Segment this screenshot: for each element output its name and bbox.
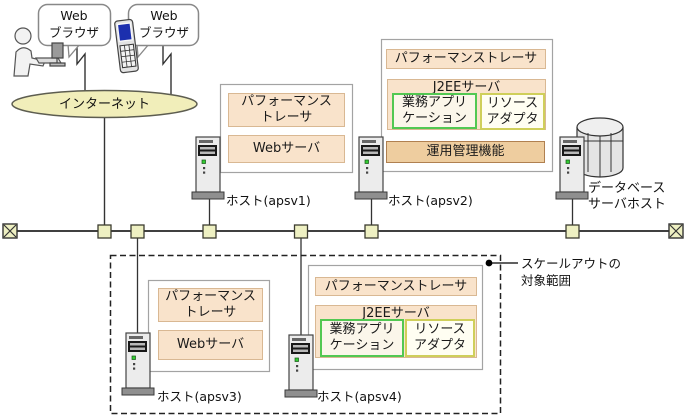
resource-adapter-apsv4-line1: リソース <box>414 322 466 337</box>
web-server-box-apsv3: Webサーバ <box>158 330 263 360</box>
scaleout-label: スケールアウトの 対象範囲 <box>521 255 621 289</box>
network-connector-db <box>565 224 580 239</box>
web-server-apsv3-label: Webサーバ <box>176 337 245 352</box>
internet-ellipse <box>11 89 198 119</box>
perf-tracer-apsv3-line1: パフォーマンス <box>165 289 256 304</box>
server-tower-apsv3-icon <box>121 332 155 396</box>
server-tower-apsv1-icon <box>191 136 225 200</box>
db-host-label-line1: データベース <box>588 181 666 196</box>
scaleout-label-line2: 対象範囲 <box>521 273 572 288</box>
browser2-link-zigzag <box>162 45 172 95</box>
biz-app-apsv4-line2: ケーション <box>329 338 395 353</box>
network-connector-internet <box>97 224 112 239</box>
scaleout-callout-line <box>485 259 518 267</box>
resource-adapter-apsv2-line2: アダプタ <box>486 111 539 127</box>
web-server-apsv1-label: Webサーバ <box>252 141 321 156</box>
perf-tracer-box-apsv3: パフォーマンス トレーサ <box>158 288 263 322</box>
host-label-apsv3: ホスト(apsv3) <box>157 389 242 404</box>
network-terminator-left-icon <box>2 223 18 239</box>
resource-adapter-box-apsv2: リソース アダプタ <box>480 93 545 130</box>
perf-tracer-box-apsv4: パフォーマンストレーサ <box>315 277 477 296</box>
server-tower-apsv4-icon <box>284 334 318 398</box>
db-host-label: データベース サーバホスト <box>588 181 666 213</box>
perf-tracer-box-apsv2: パフォーマンストレーサ <box>386 49 546 69</box>
j2ee-server-apsv2-title: J2EEサーバ <box>432 80 501 95</box>
network-connector-apsv3 <box>130 224 145 239</box>
host-label-apsv4: ホスト(apsv4) <box>317 389 402 404</box>
resource-adapter-apsv4-line2: アダプタ <box>413 338 466 353</box>
web-browser-label-2: Web ブラウザ <box>129 7 199 41</box>
network-connector-apsv1 <box>202 224 217 239</box>
server-tower-db-icon <box>555 136 589 200</box>
person-at-computer-icon <box>13 27 66 77</box>
perf-tracer-apsv2-label: パフォーマンストレーサ <box>394 51 538 66</box>
ops-mgmt-apsv2-label: 運用管理機能 <box>426 144 505 159</box>
mobile-phone-icon <box>114 18 139 74</box>
biz-app-box-apsv4: 業務アプリ ケーション <box>320 319 404 357</box>
browser1-link-zigzag <box>76 45 86 95</box>
perf-tracer-apsv4-label: パフォーマンストレーサ <box>324 278 468 294</box>
web-browser-bubble-2 <box>127 3 200 59</box>
web-browser-label-1-line2: ブラウザ <box>48 25 99 40</box>
biz-app-apsv4-line1: 業務アプリ <box>329 322 395 337</box>
web-browser-label-1-line1: Web <box>60 8 88 23</box>
network-terminator-right-icon <box>668 223 684 239</box>
j2ee-server-box-apsv4: J2EEサーバ 業務アプリ ケーション リソース アダプタ <box>315 305 477 358</box>
biz-app-apsv2-line2: ケーション <box>402 111 467 126</box>
scaleout-label-line1: スケールアウトの <box>521 256 622 271</box>
web-browser-bubble-1 <box>37 3 112 59</box>
web-browser-label-2-line1: Web <box>150 8 178 23</box>
server-tower-apsv2-icon <box>354 136 388 200</box>
web-browser-label-1: Web ブラウザ <box>38 7 110 41</box>
j2ee-server-box-apsv2: J2EEサーバ 業務アプリ ケーション リソース アダプタ <box>387 79 546 130</box>
web-browser-label-2-line2: ブラウザ <box>138 25 189 40</box>
perf-tracer-apsv1-line1: パフォーマンス <box>241 94 332 109</box>
internet-label: インターネット <box>58 97 150 112</box>
biz-app-box-apsv2: 業務アプリ ケーション <box>392 93 477 129</box>
db-host-label-line2: サーバホスト <box>588 197 666 212</box>
perf-tracer-apsv3-line2: トレーサ <box>184 305 237 320</box>
network-connector-apsv4 <box>293 224 309 239</box>
database-cylinder-icon <box>576 117 624 178</box>
perf-tracer-box-apsv1: パフォーマンス トレーサ <box>228 93 345 127</box>
resource-adapter-box-apsv4: リソース アダプタ <box>405 319 475 357</box>
host-label-apsv2: ホスト(apsv2) <box>388 193 473 208</box>
web-server-box-apsv1: Webサーバ <box>228 135 345 163</box>
scaleout-region-outline <box>109 254 502 415</box>
biz-app-apsv2-line1: 業務アプリ <box>401 95 467 110</box>
j2ee-server-apsv4-title: J2EEサーバ <box>362 306 430 321</box>
host-label-apsv1: ホスト(apsv1) <box>226 193 311 208</box>
perf-tracer-apsv1-line2: トレーサ <box>260 110 313 125</box>
network-connector-apsv2 <box>364 224 379 239</box>
resource-adapter-apsv2-line1: リソース <box>486 95 539 111</box>
ops-mgmt-box-apsv2: 運用管理機能 <box>386 141 545 163</box>
